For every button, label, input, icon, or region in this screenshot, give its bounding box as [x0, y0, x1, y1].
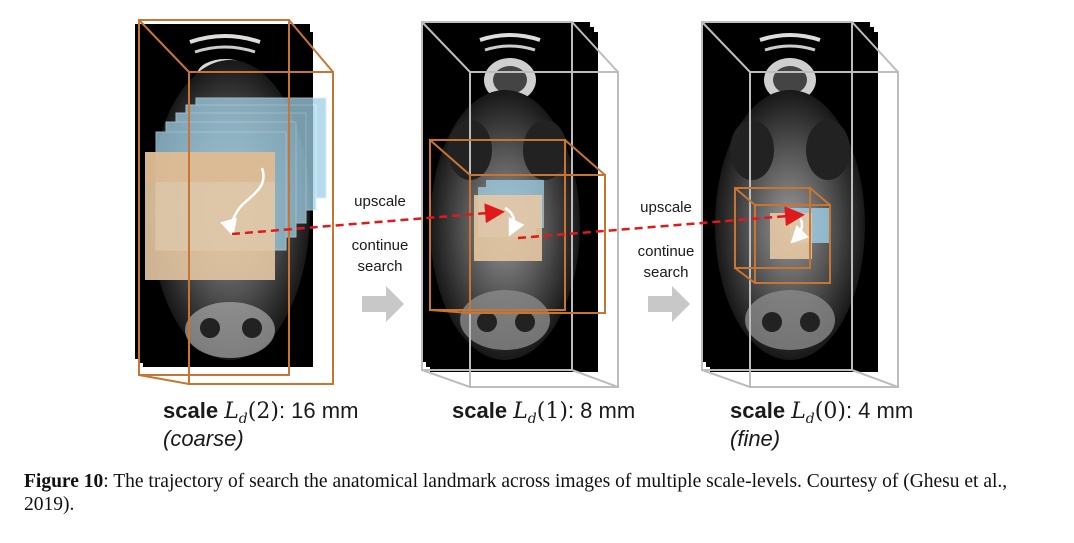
figure-caption-label: Figure 10: [24, 471, 104, 492]
search-label-2: search: [643, 264, 689, 281]
step-arrow-2: [648, 286, 690, 322]
note-fine: (fine): [730, 426, 781, 451]
panel-coarse: [135, 19, 334, 385]
volume-outline: [138, 19, 334, 385]
panel-medium: [421, 21, 619, 388]
step-arrow-1: [362, 286, 404, 322]
upscale-label-2: upscale: [640, 199, 692, 216]
search-path-arrow: [504, 206, 525, 237]
upscale-label-1: upscale: [354, 193, 406, 210]
figure-caption: Figure 10: The trajectory of search the …: [24, 470, 1054, 516]
search-box: [145, 152, 275, 280]
volume-outline: [429, 139, 606, 314]
panel-fine: [701, 21, 899, 388]
scale-label-medium: scale Ld(1): 8 mm: [452, 398, 636, 427]
continue-label-1: continue: [351, 237, 409, 254]
gray-frame: [701, 21, 899, 388]
volume-outline: [734, 187, 831, 284]
scale-label-fine: scale Ld(0): 4 mm: [730, 398, 914, 427]
search-box: [770, 213, 812, 259]
trajectory-arrow-1: [231, 203, 505, 236]
search-label-1: search: [357, 258, 403, 275]
figure-caption-text: : The trajectory of search the anatomica…: [24, 471, 1008, 515]
search-box: [474, 195, 542, 261]
note-coarse: (coarse): [163, 426, 244, 451]
search-path-arrow: [220, 167, 265, 237]
trajectory-arrow-2: [517, 206, 805, 240]
scale-label-coarse: scale Ld(2): 16 mm: [163, 398, 359, 427]
continue-label-2: continue: [637, 243, 695, 260]
